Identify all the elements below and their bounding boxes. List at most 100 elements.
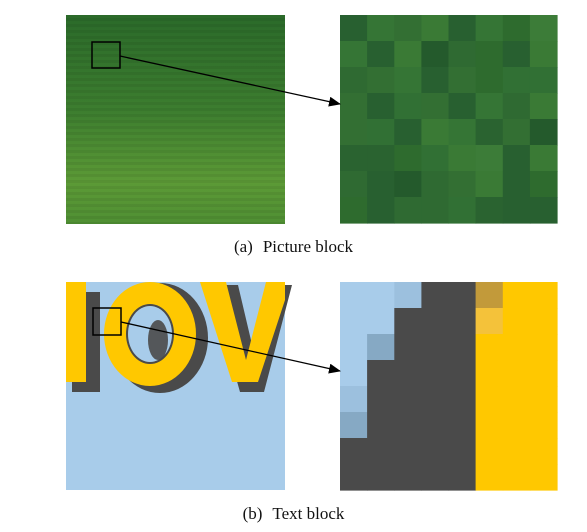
zoom-pixel	[340, 41, 368, 68]
zoom-pixel	[502, 119, 531, 146]
zoom-pixel	[367, 15, 395, 42]
text-block-source	[66, 282, 292, 490]
zoom-pixel	[340, 93, 368, 120]
zoom-pixel	[421, 171, 450, 198]
zoom-pixel	[394, 171, 422, 198]
zoom-pixel	[394, 93, 422, 120]
zoom-pixel	[529, 93, 558, 120]
zoom-pixel	[421, 119, 450, 146]
zoom-pixel	[394, 282, 422, 309]
zoom-pixel	[448, 412, 477, 439]
zoom-pixel	[340, 197, 368, 224]
zoom-pixel	[475, 308, 504, 335]
zoom-pixel	[340, 438, 368, 465]
zoom-pixel	[367, 93, 395, 120]
zoom-pixel	[421, 67, 450, 94]
zoom-pixel	[421, 308, 450, 335]
zoom-pixel	[448, 119, 477, 146]
zoom-pixel	[502, 197, 531, 224]
caption-b-text: Text block	[272, 504, 345, 523]
zoom-pixel	[529, 308, 558, 335]
zoom-pixel	[367, 197, 395, 224]
zoom-pixel	[475, 438, 504, 465]
zoom-pixel	[367, 412, 395, 439]
caption-a-label: (a)	[233, 237, 253, 256]
zoom-pixel	[367, 334, 395, 361]
caption-text-block: (b) Text block	[0, 504, 587, 524]
zoom-pixel	[502, 15, 531, 42]
picture-block-zoom	[340, 15, 558, 224]
zoom-pixel	[421, 282, 450, 309]
zoom-pixel	[448, 360, 477, 387]
zoom-pixel	[448, 282, 477, 309]
zoom-pixel	[448, 41, 477, 68]
zoom-pixel	[367, 282, 395, 309]
zoom-pixel	[502, 360, 531, 387]
picture-block-source	[66, 15, 285, 224]
zoom-pixel	[502, 93, 531, 120]
picture-zoom-arrow	[119, 55, 341, 107]
zoom-pixel	[448, 93, 477, 120]
zoom-pixel	[421, 15, 450, 42]
zoom-pixel	[421, 412, 450, 439]
letters-yellow	[66, 282, 285, 386]
zoom-pixel	[502, 386, 531, 413]
zoom-pixel	[529, 412, 558, 439]
zoom-pixel	[448, 145, 477, 172]
zoom-pixel	[475, 171, 504, 198]
zoom-pixel	[340, 360, 368, 387]
zoom-pixel	[394, 386, 422, 413]
zoom-pixel	[367, 67, 395, 94]
zoom-pixel	[529, 41, 558, 68]
zoom-pixel	[394, 438, 422, 465]
zoom-pixel	[529, 67, 558, 94]
zoom-pixel	[367, 145, 395, 172]
zoom-pixel	[475, 15, 504, 42]
zoom-pixel	[475, 412, 504, 439]
text-zoom-arrow	[120, 321, 341, 374]
zoom-pixel	[529, 360, 558, 387]
zoom-pixel	[529, 15, 558, 42]
zoom-pixel	[529, 464, 558, 491]
zoom-pixel	[529, 171, 558, 198]
zoom-pixel	[529, 197, 558, 224]
zoom-pixel	[367, 386, 395, 413]
zoom-pixel	[475, 145, 504, 172]
zoom-pixel	[502, 334, 531, 361]
zoom-pixel	[340, 334, 368, 361]
zoom-pixel	[529, 282, 558, 309]
text-block-zoom	[340, 282, 558, 491]
zoom-pixel	[394, 308, 422, 335]
zoom-pixel	[475, 93, 504, 120]
zoom-pixel	[421, 334, 450, 361]
zoom-pixel	[394, 464, 422, 491]
zoom-pixel	[448, 464, 477, 491]
zoom-pixel	[340, 412, 368, 439]
zoom-pixel	[475, 41, 504, 68]
zoom-pixel	[529, 334, 558, 361]
grass-texture	[66, 15, 285, 224]
zoom-pixel	[340, 171, 368, 198]
zoom-pixel	[340, 386, 368, 413]
zoom-pixel	[394, 197, 422, 224]
caption-b-label: (b)	[242, 504, 263, 523]
zoom-pixel	[421, 197, 450, 224]
zoom-pixel	[529, 438, 558, 465]
zoom-pixel	[448, 171, 477, 198]
caption-picture-block: (a)Picture block	[0, 237, 587, 257]
zoom-pixel	[448, 334, 477, 361]
zoom-pixel	[394, 41, 422, 68]
zoom-pixel	[394, 412, 422, 439]
zoom-pixel	[421, 438, 450, 465]
zoom-pixel	[502, 41, 531, 68]
zoom-pixel	[421, 145, 450, 172]
zoom-pixel	[340, 282, 368, 309]
picture-selection-box	[91, 41, 121, 69]
zoom-pixel	[448, 308, 477, 335]
zoom-pixel	[502, 145, 531, 172]
zoom-pixel	[394, 360, 422, 387]
zoom-pixel	[421, 464, 450, 491]
zoom-pixel	[502, 282, 531, 309]
letter-o-inner-shadow	[148, 320, 168, 360]
zoom-pixel	[475, 464, 504, 491]
